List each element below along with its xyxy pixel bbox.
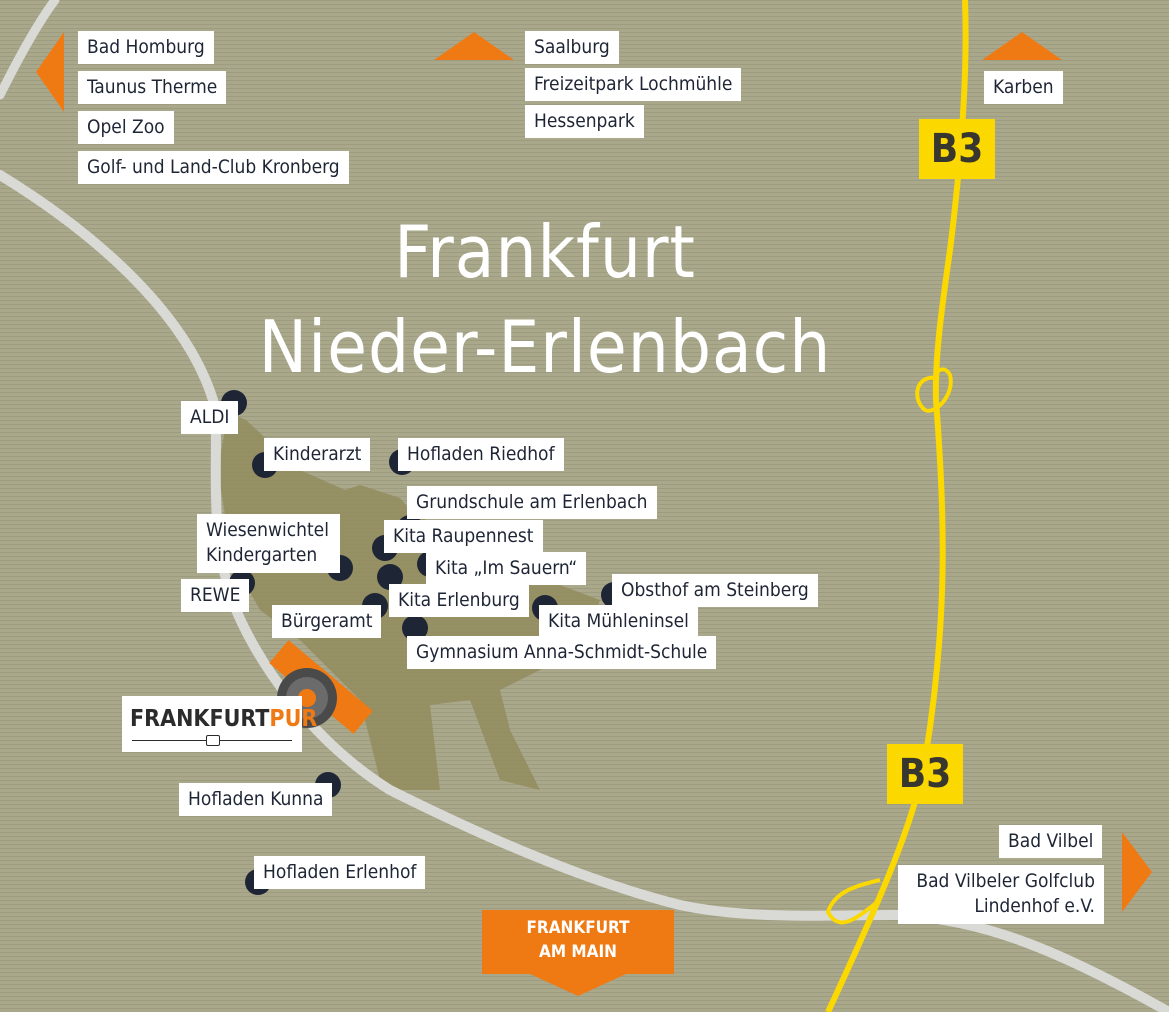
destination-line2: AM MAIN — [539, 942, 617, 962]
label-buergeramt: Bürgeramt — [272, 605, 382, 638]
map-title-line1: Frankfurt — [394, 210, 696, 294]
label-taunus-therme: Taunus Therme — [78, 71, 227, 104]
label-saalburg: Saalburg — [525, 31, 619, 64]
road-sign-b3-north: B3 — [919, 119, 995, 179]
label-bad-vilbel: Bad Vilbel — [999, 825, 1103, 858]
label-hofladen-erlenhof: Hofladen Erlenhof — [254, 856, 426, 889]
label-hofladen-kunna: Hofladen Kunna — [179, 783, 333, 816]
label-wiesenwichtel: Wiesenwichtel Kindergarten — [197, 514, 340, 573]
label-grundschule: Grundschule am Erlenbach — [407, 486, 657, 519]
b3-junction-south — [825, 878, 882, 925]
logo-mark-icon — [206, 735, 220, 746]
label-hessenpark: Hessenpark — [525, 105, 644, 138]
destination-line1: FRANKFURT — [526, 918, 630, 938]
label-aldi: ALDI — [181, 401, 239, 434]
logo-text-frankfurt: FRANKFURT — [130, 706, 270, 732]
road-sign-b3-south: B3 — [887, 744, 963, 804]
label-golf-kronberg: Golf- und Land-Club Kronberg — [78, 151, 349, 184]
label-opel-zoo: Opel Zoo — [78, 111, 174, 144]
destination-frankfurt-am-main: FRANKFURT AM MAIN — [482, 910, 674, 974]
frankfurtpur-logo: FRANKFURTPUR — [122, 696, 317, 752]
label-karben: Karben — [984, 71, 1063, 104]
arrow-up-icon — [434, 32, 514, 60]
label-kita-erlenburg: Kita Erlenburg — [389, 584, 529, 617]
destination-arrow-icon — [530, 974, 626, 996]
logo-text: FRANKFURTPUR — [130, 706, 317, 732]
b3-junction — [915, 367, 953, 413]
label-bad-homburg: Bad Homburg — [78, 31, 214, 64]
map-title-line2: Nieder-Erlenbach — [258, 305, 832, 389]
label-golfclub-lindenhof: Bad Vilbeler Golfclub Lindenhof e.V. — [898, 865, 1104, 924]
label-hofladen-riedhof: Hofladen Riedhof — [398, 438, 564, 471]
label-gymnasium: Gymnasium Anna-Schmidt-Schule — [407, 636, 717, 669]
arrow-right-icon — [1122, 832, 1152, 912]
arrow-up-icon — [982, 32, 1062, 60]
arrow-left-icon — [36, 32, 64, 112]
road-top-left — [0, 0, 60, 100]
label-kita-raupennest: Kita Raupennest — [384, 520, 543, 553]
label-kita-sauern: Kita „Im Sauern“ — [426, 552, 587, 585]
logo-text-pur: PUR — [269, 706, 318, 732]
label-kinderarzt: Kinderarzt — [264, 438, 371, 471]
label-kita-muehleninsel: Kita Mühleninsel — [539, 605, 698, 638]
label-rewe: REWE — [181, 579, 250, 612]
label-lochmuehle: Freizeitpark Lochmühle — [525, 68, 742, 101]
label-obsthof: Obsthof am Steinberg — [612, 574, 818, 607]
